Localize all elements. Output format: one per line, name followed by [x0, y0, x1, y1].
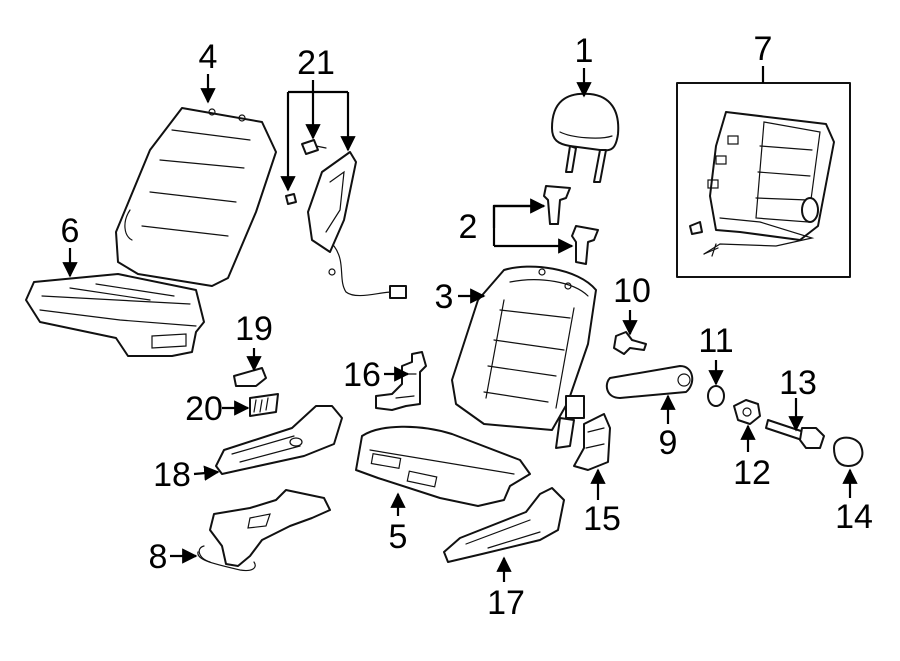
- callout-18: 18: [153, 456, 191, 494]
- headrest-part-1: [551, 92, 620, 183]
- seat-back-assembly-part-3: [451, 265, 597, 449]
- bolt-part-10: [613, 331, 647, 355]
- leader-lines: [62, 66, 858, 582]
- seat-back-cover-part-4: [115, 107, 277, 287]
- callout-17: 17: [487, 584, 525, 622]
- switch-knob-part-20: [249, 393, 279, 417]
- nut-part-12: [733, 399, 761, 425]
- callout-10: 10: [613, 272, 651, 310]
- recline-cover-part-9: [605, 365, 694, 399]
- callout-16: 16: [343, 356, 381, 394]
- callout-7: 7: [754, 30, 773, 68]
- callout-9: 9: [659, 424, 678, 462]
- seat-frame-part-7: [676, 82, 851, 278]
- headrest-guide-part-2: [543, 185, 599, 265]
- callout-20: 20: [185, 390, 223, 428]
- callout-1: 1: [575, 32, 594, 70]
- seat-cushion-part-6: [25, 273, 205, 357]
- seat-cushion-part-5: [355, 425, 531, 507]
- bracket-part-15: [573, 413, 611, 471]
- callout-4: 4: [199, 38, 218, 76]
- cap-part-11: [707, 385, 725, 407]
- callout-19: 19: [235, 310, 273, 348]
- callout-8: 8: [149, 538, 168, 576]
- bracket-part-16: [375, 351, 427, 411]
- callout-5: 5: [389, 518, 408, 556]
- callout-numbers: 1 2 3 4 5 6 7 8 9 10 11 12 13 14 15 16 1…: [61, 30, 873, 622]
- callout-14: 14: [835, 498, 873, 536]
- callout-21: 21: [297, 44, 335, 82]
- callout-12: 12: [733, 454, 771, 492]
- callout-15: 15: [583, 500, 621, 538]
- side-trim-part-18: [215, 405, 343, 475]
- callout-13: 13: [779, 364, 817, 402]
- callout-11: 11: [698, 322, 733, 360]
- callout-2: 2: [459, 208, 478, 246]
- knob-part-19: [233, 367, 267, 387]
- callout-6: 6: [61, 212, 80, 250]
- side-airbag-part-21: [285, 139, 407, 299]
- callout-3: 3: [435, 278, 454, 316]
- cap-part-14: [833, 436, 864, 467]
- wire-harness-part-8: [197, 489, 331, 572]
- side-trim-part-17: [443, 487, 565, 563]
